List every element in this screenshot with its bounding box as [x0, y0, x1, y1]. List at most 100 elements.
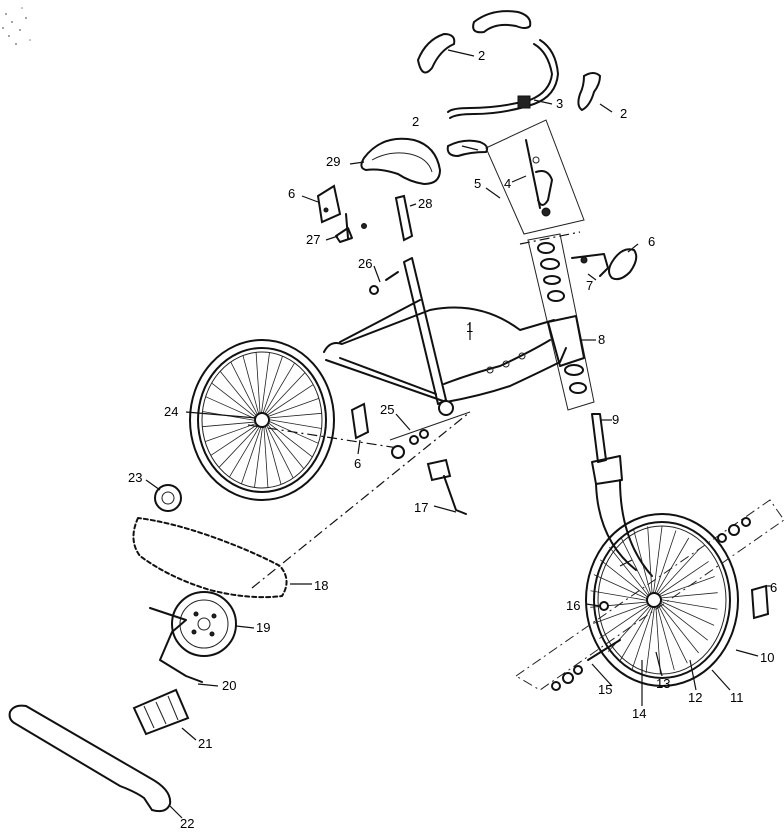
- callout-28: 28: [418, 196, 432, 211]
- spoke: [647, 526, 653, 597]
- spoke: [230, 361, 260, 418]
- spoke: [655, 548, 701, 597]
- callout-9: 9: [612, 412, 619, 427]
- callout-26: 26: [358, 256, 372, 271]
- chain: [132, 517, 288, 599]
- headset-bearing-stack: [527, 233, 595, 411]
- spoke: [620, 536, 652, 598]
- callout-13: 13: [656, 676, 670, 691]
- spoke: [218, 423, 261, 468]
- spoke: [633, 529, 652, 597]
- spoke: [219, 371, 259, 419]
- spoke: [657, 601, 699, 654]
- spoke: [657, 592, 718, 599]
- spoke: [264, 384, 314, 418]
- spoke: [265, 420, 313, 458]
- spoke: [263, 423, 269, 488]
- pedal: [132, 688, 190, 736]
- handlebar: [447, 39, 559, 119]
- spoke: [264, 422, 294, 479]
- scan-noise: [2, 7, 31, 45]
- chainring: [171, 591, 237, 657]
- rear-sprocket: [154, 484, 182, 512]
- callout-17: 17: [414, 500, 428, 515]
- callout-2: 2: [412, 114, 419, 129]
- callout-labels: 1 2 2 2 3 4 5 6 6 6 6 7 8 9 10 11 12 13 …: [128, 48, 777, 831]
- spoke: [656, 602, 688, 664]
- reflector-wheel: [750, 584, 770, 620]
- callout-11: 11: [730, 690, 744, 705]
- spoke: [202, 421, 259, 428]
- spoke: [261, 355, 283, 417]
- callout-21: 21: [198, 736, 212, 751]
- spoke: [205, 396, 259, 421]
- spoke: [593, 574, 651, 601]
- spoke: [656, 603, 675, 671]
- spoke: [263, 372, 306, 417]
- spoke: [654, 537, 690, 597]
- callout-3: 3: [556, 96, 563, 111]
- callout-6: 6: [648, 234, 655, 249]
- spoke: [265, 421, 305, 469]
- spoke: [656, 561, 709, 598]
- leader-lines: [145, 49, 772, 819]
- frame: [323, 257, 585, 416]
- callout-24: 24: [164, 404, 178, 419]
- callout-19: 19: [256, 620, 270, 635]
- spoke: [599, 602, 652, 639]
- saddle: [360, 137, 442, 186]
- spoke: [204, 422, 260, 442]
- spoke: [600, 559, 651, 600]
- chainstay-bracket: [350, 402, 370, 440]
- spoke: [653, 530, 677, 597]
- callout-23: 23: [128, 470, 142, 485]
- spoke: [210, 422, 260, 456]
- callout-20: 20: [222, 678, 236, 693]
- spoke: [254, 423, 264, 488]
- callout-27: 27: [306, 232, 320, 247]
- spoke: [645, 603, 656, 674]
- spoke: [255, 352, 261, 417]
- handlebar-grip-lower: [446, 139, 489, 158]
- spoke: [265, 419, 319, 444]
- callout-18: 18: [314, 578, 328, 593]
- callout-2: 2: [478, 48, 485, 63]
- callout-6: 6: [288, 186, 295, 201]
- spoke: [241, 423, 263, 485]
- callout-6: 6: [354, 456, 361, 471]
- seat-bolt: [369, 271, 399, 295]
- spoke: [265, 412, 322, 419]
- callout-7: 7: [586, 278, 593, 293]
- front-axle-parts: [515, 499, 784, 691]
- reflector-rear: [316, 184, 342, 224]
- handlebar-stem-assembly: [485, 119, 585, 235]
- spoke: [265, 418, 322, 429]
- axle-nut: [599, 601, 609, 611]
- spoke: [656, 576, 715, 598]
- callout-8: 8: [598, 332, 605, 347]
- reflector-front: [608, 248, 638, 281]
- spoke: [211, 382, 259, 420]
- fork: [591, 413, 653, 577]
- callout-29: 29: [326, 154, 340, 169]
- spoke: [229, 423, 262, 478]
- callout-1: 1: [466, 320, 473, 335]
- callout-22: 22: [180, 816, 194, 831]
- spoke: [657, 599, 715, 626]
- seat-post: [394, 194, 414, 242]
- spoke: [618, 603, 654, 663]
- handlebar-grip-left: [416, 32, 456, 74]
- spoke: [657, 600, 708, 641]
- callout-2: 2: [620, 106, 627, 121]
- callout-12: 12: [688, 690, 702, 705]
- kickstand: [426, 458, 467, 515]
- assembly-centerlines: [247, 231, 581, 589]
- spoke: [593, 602, 652, 624]
- callout-10: 10: [760, 650, 774, 665]
- crank-axle: [389, 411, 471, 459]
- spoke: [590, 590, 651, 602]
- spoke: [260, 352, 270, 417]
- callout-4: 4: [504, 176, 511, 191]
- crank-arm: [149, 607, 203, 683]
